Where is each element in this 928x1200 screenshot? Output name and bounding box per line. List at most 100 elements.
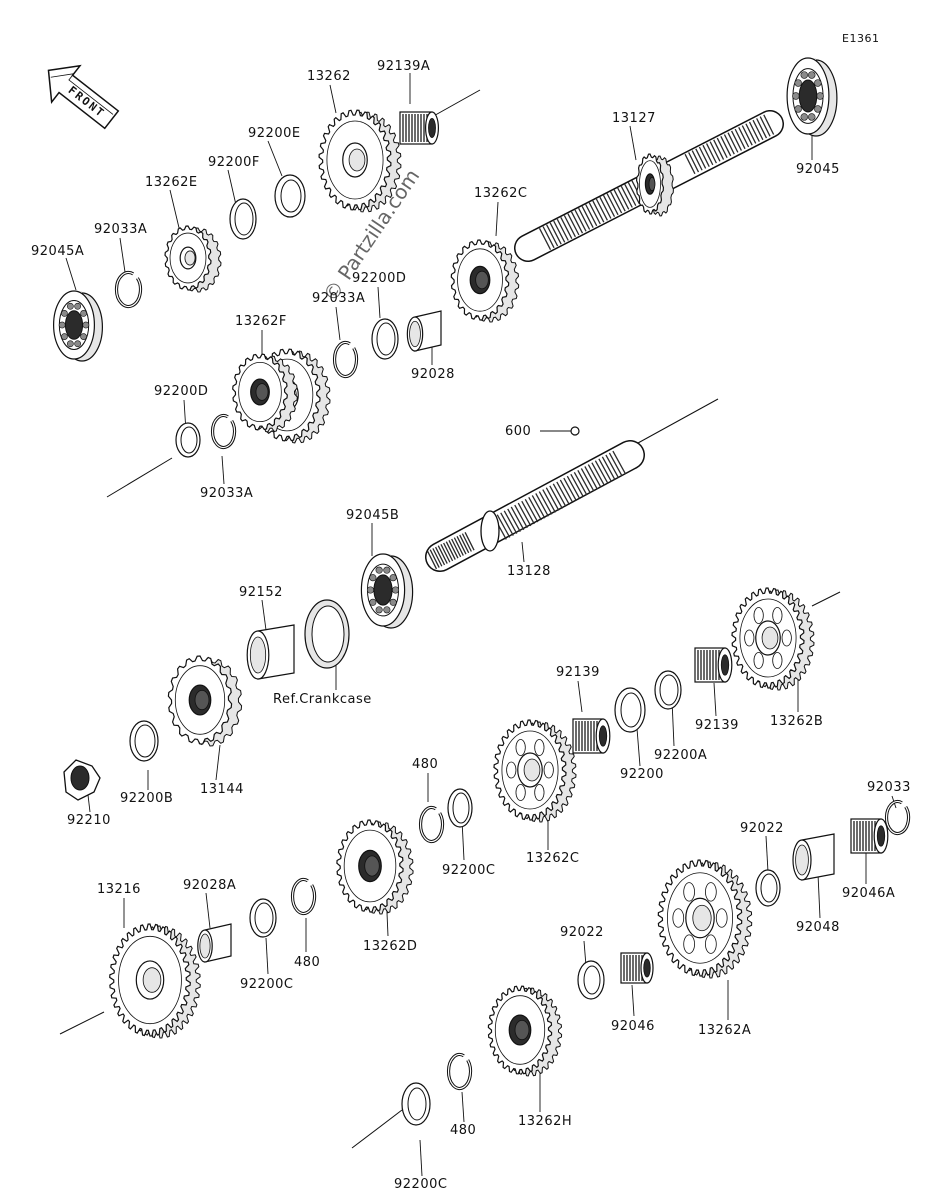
leader-line [265,937,269,975]
grease-point-icon [570,426,580,436]
sprocket-13144 [167,655,243,747]
label-13262A[interactable]: 13262A [698,1023,752,1038]
label-92033A-left[interactable]: 92033A [200,486,254,501]
label-13216[interactable]: 13216 [97,882,141,897]
needle-bearing-92139-right [694,647,733,683]
washer-92200F [229,198,257,240]
needle-bearing-92139-left [572,718,611,754]
label-92200F[interactable]: 92200F [208,155,260,170]
label-92033[interactable]: 92033 [867,780,911,795]
label-92045A[interactable]: 92045A [31,244,85,259]
label-13262B[interactable]: 13262B [770,714,824,729]
oil-seal-ref-crankcase [304,599,350,669]
shaft-13127-splines-end [684,114,775,175]
leader-line [87,794,91,813]
leader-line [221,455,225,485]
front-arrow-icon: FRONT [47,64,120,130]
bush-92028 [406,310,442,352]
label-13128[interactable]: 13128 [507,564,551,579]
label-92200B[interactable]: 92200B [120,791,174,806]
washer-92022-top [755,869,781,907]
label-92139-right[interactable]: 92139 [695,718,739,733]
label-92045B[interactable]: 92045B [346,508,400,523]
gear-13262A [657,859,753,979]
needle-bearing-92046A [850,818,889,854]
label-13262C[interactable]: 13262C [526,851,580,866]
leader-line [495,201,499,237]
washer-92200D-top [371,318,399,360]
bush-92152 [246,624,295,680]
label-13262D[interactable]: 13262D [363,939,418,954]
label-13262C-top[interactable]: 13262C [474,186,528,201]
circlip-92033A-mid [332,340,359,379]
label-92152[interactable]: 92152 [239,585,283,600]
washer-92200C-lower [249,898,277,938]
label-92028A[interactable]: 92028A [183,878,237,893]
axis-line-right [811,591,841,607]
axis-line-left-1 [106,457,173,498]
label-92200C-lower[interactable]: 92200C [240,977,294,992]
needle-bearing-92046 [620,952,654,984]
diagram-code: E1361 [842,32,880,45]
label-92200D-left[interactable]: 92200D [154,384,209,399]
label-13262E[interactable]: 13262E [145,175,198,190]
gear-13262B [731,587,815,691]
label-13262H[interactable]: 13262H [518,1114,573,1129]
bush-92048 [792,833,835,881]
gear-13262C [493,719,577,823]
nut-92210-hole [70,765,90,791]
circlip-480-lower [290,877,317,916]
label-92022-top[interactable]: 92022 [740,821,784,836]
label-92046A[interactable]: 92046A [842,886,896,901]
label-92046[interactable]: 92046 [611,1019,655,1034]
label-13262F[interactable]: 13262F [235,314,287,329]
washer-92200 [614,687,646,733]
label-92200E[interactable]: 92200E [248,126,301,141]
bush-92028A [197,923,232,963]
label-92139-left[interactable]: 92139 [556,665,600,680]
circlip-480-mid [418,805,445,844]
label-92200[interactable]: 92200 [620,767,664,782]
label-13144[interactable]: 13144 [200,782,244,797]
bearing-92045 [786,57,838,137]
shaft-13128-collar [480,510,500,552]
leader-line [215,744,221,781]
leader-line [521,541,525,563]
gear-13216 [109,923,201,1039]
label-92200C-mid[interactable]: 92200C [442,863,496,878]
gear-13262F-b [232,353,298,433]
label-92033A-top[interactable]: 92033A [94,222,148,237]
needle-bearing-92139A [399,111,440,145]
label-92028[interactable]: 92028 [411,367,455,382]
label-92048[interactable]: 92048 [796,920,840,935]
leader-line [205,892,211,929]
label-92045[interactable]: 92045 [796,162,840,177]
label-92200C-bottom[interactable]: 92200C [394,1177,448,1192]
leader-line [169,189,181,233]
washer-92200A [654,670,682,710]
gear-13262D [336,819,414,915]
gear-13262 [318,109,402,213]
leader-line [261,599,267,631]
label-92033A-mid[interactable]: 92033A [312,291,366,306]
label-92200D-top[interactable]: 92200D [352,271,407,286]
label-92210[interactable]: 92210 [67,813,111,828]
leader-line [583,940,587,967]
label-92200A[interactable]: 92200A [654,748,708,763]
label-480-mid[interactable]: 480 [412,757,439,772]
label-480-bottom[interactable]: 480 [450,1123,477,1138]
label-92139A[interactable]: 92139A [377,59,431,74]
label-92022-bottom[interactable]: 92022 [560,925,604,940]
leader-line [817,873,821,919]
label-600[interactable]: 600 [505,424,532,439]
gear-13127-integral [635,153,674,217]
leader-line [329,84,337,114]
label-480-lower[interactable]: 480 [294,955,321,970]
leader-line [119,237,126,273]
label-13262[interactable]: 13262 [307,69,351,84]
gear-13262C-upper [450,239,520,323]
label-13127[interactable]: 13127 [612,111,656,126]
washer-92200E [274,174,306,218]
shaft-13128 [425,440,645,572]
